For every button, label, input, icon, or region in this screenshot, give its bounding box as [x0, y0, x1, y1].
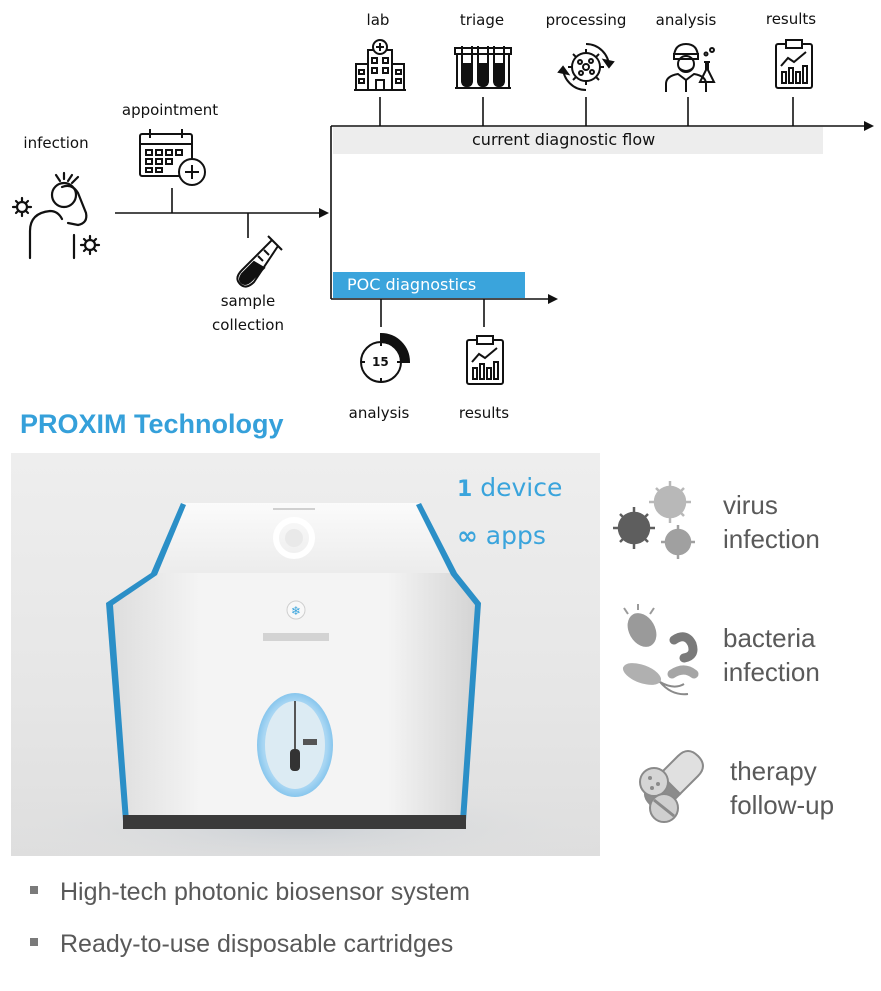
- tube-rack-icon: [454, 46, 512, 89]
- therapy-label-line2: follow-up: [730, 790, 835, 820]
- report-chart-icon: [466, 335, 504, 385]
- bullet-text: High-tech photonic biosensor system: [60, 878, 470, 906]
- bacteria-label-line2: infection: [723, 657, 820, 687]
- infection-label: infection: [23, 134, 89, 152]
- therapy-label-line1: therapy: [730, 756, 817, 786]
- virus-label-line1: virus: [723, 490, 778, 520]
- device-image-panel: ❄ 1 device ∞ apps: [11, 453, 600, 856]
- apps-count: ∞ apps: [457, 521, 546, 550]
- device-count-number: 1: [457, 477, 473, 502]
- calendar-add-icon: [139, 129, 206, 186]
- bullet-square-icon: [30, 938, 38, 947]
- bacteria-icon: [622, 604, 699, 696]
- proxim-device-image: ❄: [11, 503, 600, 856]
- svg-text:❄: ❄: [291, 604, 301, 618]
- step-triage-label: triage: [459, 11, 505, 29]
- step-results-label: results: [765, 10, 817, 28]
- technology-title: PROXIM Technology: [20, 409, 284, 439]
- patient-timeline-arrow: [319, 208, 329, 218]
- bacteria-label-line1: bacteria: [723, 623, 816, 653]
- current-flow-bar: [333, 127, 823, 154]
- current-flow-label: current diagnostic flow: [472, 130, 656, 149]
- virus-label-line2: infection: [723, 524, 820, 554]
- bullet-item: High-tech photonic biosensor system: [30, 878, 470, 907]
- bullet-item: Ready-to-use disposable cartridges: [30, 930, 453, 959]
- poc-flow-bar: [333, 272, 525, 298]
- flow-lines: [115, 97, 874, 327]
- hospital-icon: [354, 39, 406, 91]
- timer-icon: [360, 332, 411, 383]
- poc-results-label: results: [458, 404, 510, 422]
- sample-collection-label-2: collection: [212, 316, 284, 334]
- report-chart-icon: [775, 39, 813, 89]
- therapy-follow-up-label: therapy follow-up: [730, 754, 834, 822]
- step-analysis-label: analysis: [655, 11, 717, 29]
- sick-person-icon: [11, 171, 101, 260]
- device-count-text: device: [480, 473, 563, 502]
- apps-infinity-symbol: ∞: [457, 521, 478, 550]
- bacteria-infection-label: bacteria infection: [723, 621, 820, 689]
- step-processing-label: processing: [545, 11, 627, 29]
- device-count: 1 device: [457, 473, 562, 502]
- poc-flow-label: POC diagnostics: [347, 275, 477, 294]
- appointment-label: appointment: [121, 101, 219, 119]
- poc-flow-arrow: [548, 294, 558, 304]
- pills-icon: [639, 750, 704, 823]
- poc-analysis-label: analysis: [348, 404, 410, 422]
- virus-icon: [613, 481, 695, 559]
- bullet-text: Ready-to-use disposable cartridges: [60, 930, 454, 958]
- virus-infection-label: virus infection: [723, 488, 820, 556]
- bullet-square-icon: [30, 886, 38, 895]
- step-lab-label: lab: [366, 11, 390, 29]
- apps-count-text: apps: [485, 521, 546, 550]
- scientist-icon: [665, 42, 716, 92]
- current-flow-arrow: [864, 121, 874, 131]
- processing-virus-icon: [557, 43, 615, 91]
- timer-value: 15: [372, 355, 389, 369]
- test-tube-icon: [236, 235, 283, 288]
- sample-collection-label-1: sample: [220, 292, 276, 310]
